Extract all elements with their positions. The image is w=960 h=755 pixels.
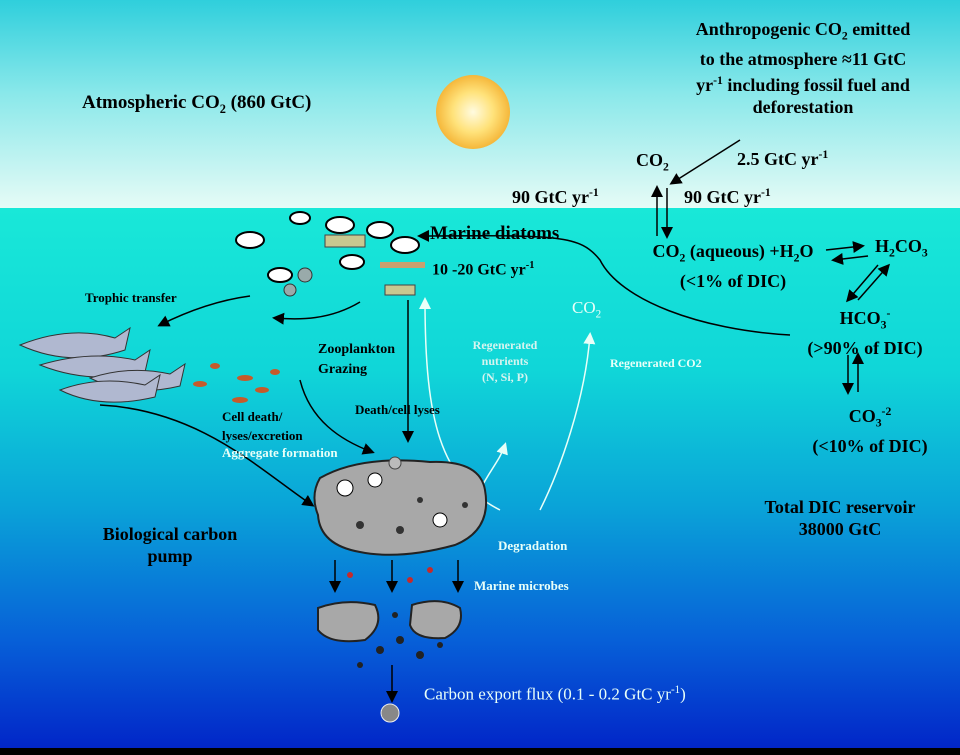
marine-diatoms-label: Marine diatoms	[430, 223, 560, 244]
regenerated-co2-node: CO2	[572, 298, 602, 321]
exported-particle	[380, 703, 400, 723]
degradation-label: Degradation	[498, 538, 568, 553]
diatom-flux-label: 10 -20 GtC yr-1	[432, 260, 535, 279]
dissolution-flux-label: 90 GtC yr-1	[684, 186, 771, 207]
marine-snow-aggregate	[313, 459, 488, 556]
bicarbonate-node: HCO3- (>90% of DIC)	[807, 307, 923, 358]
regenerated-co2-label: Regenerated CO2	[610, 356, 702, 370]
carbonate-node: CO3-2 (<10% of DIC)	[812, 405, 928, 456]
flux-arrows	[99, 139, 890, 703]
fish-school	[18, 326, 186, 403]
fecal-pellets	[193, 363, 280, 403]
outgassing-flux-label: 90 GtC yr-1	[512, 186, 599, 207]
cell-death-label: Cell death/lyses/excretion	[222, 409, 303, 443]
marine-microbes-label: Marine microbes	[474, 578, 569, 593]
small-aggregate-right	[408, 600, 462, 640]
uptake-flux-label: 2.5 GtC yr-1	[737, 148, 829, 169]
small-aggregate-left	[317, 601, 380, 643]
carbon-export-flux-label: Carbon export flux (0.1 - 0.2 GtC yr-1)	[424, 684, 686, 704]
trophic-transfer-label: Trophic transfer	[85, 290, 177, 305]
diatom-cluster	[235, 211, 425, 297]
atmospheric-co2-label: Atmospheric CO2 (860 GtC)	[82, 92, 312, 116]
aqueous-co2-node: CO2 (aqueous) +H2O (<1% of DIC)	[652, 241, 814, 291]
death-cell-lyses-label: Death/cell lyses	[355, 402, 440, 417]
aggregate-formation-label: Aggregate formation	[222, 445, 338, 460]
aggregate-particles	[336, 456, 468, 534]
anthropogenic-emissions-label: Anthropogenic CO2 emitted to the atmosph…	[695, 19, 911, 117]
sinking-particles	[347, 567, 443, 668]
carbonic-acid-node: H2CO3	[875, 236, 928, 260]
atmospheric-co2-node: CO2	[636, 150, 669, 174]
sun-icon	[436, 75, 510, 149]
